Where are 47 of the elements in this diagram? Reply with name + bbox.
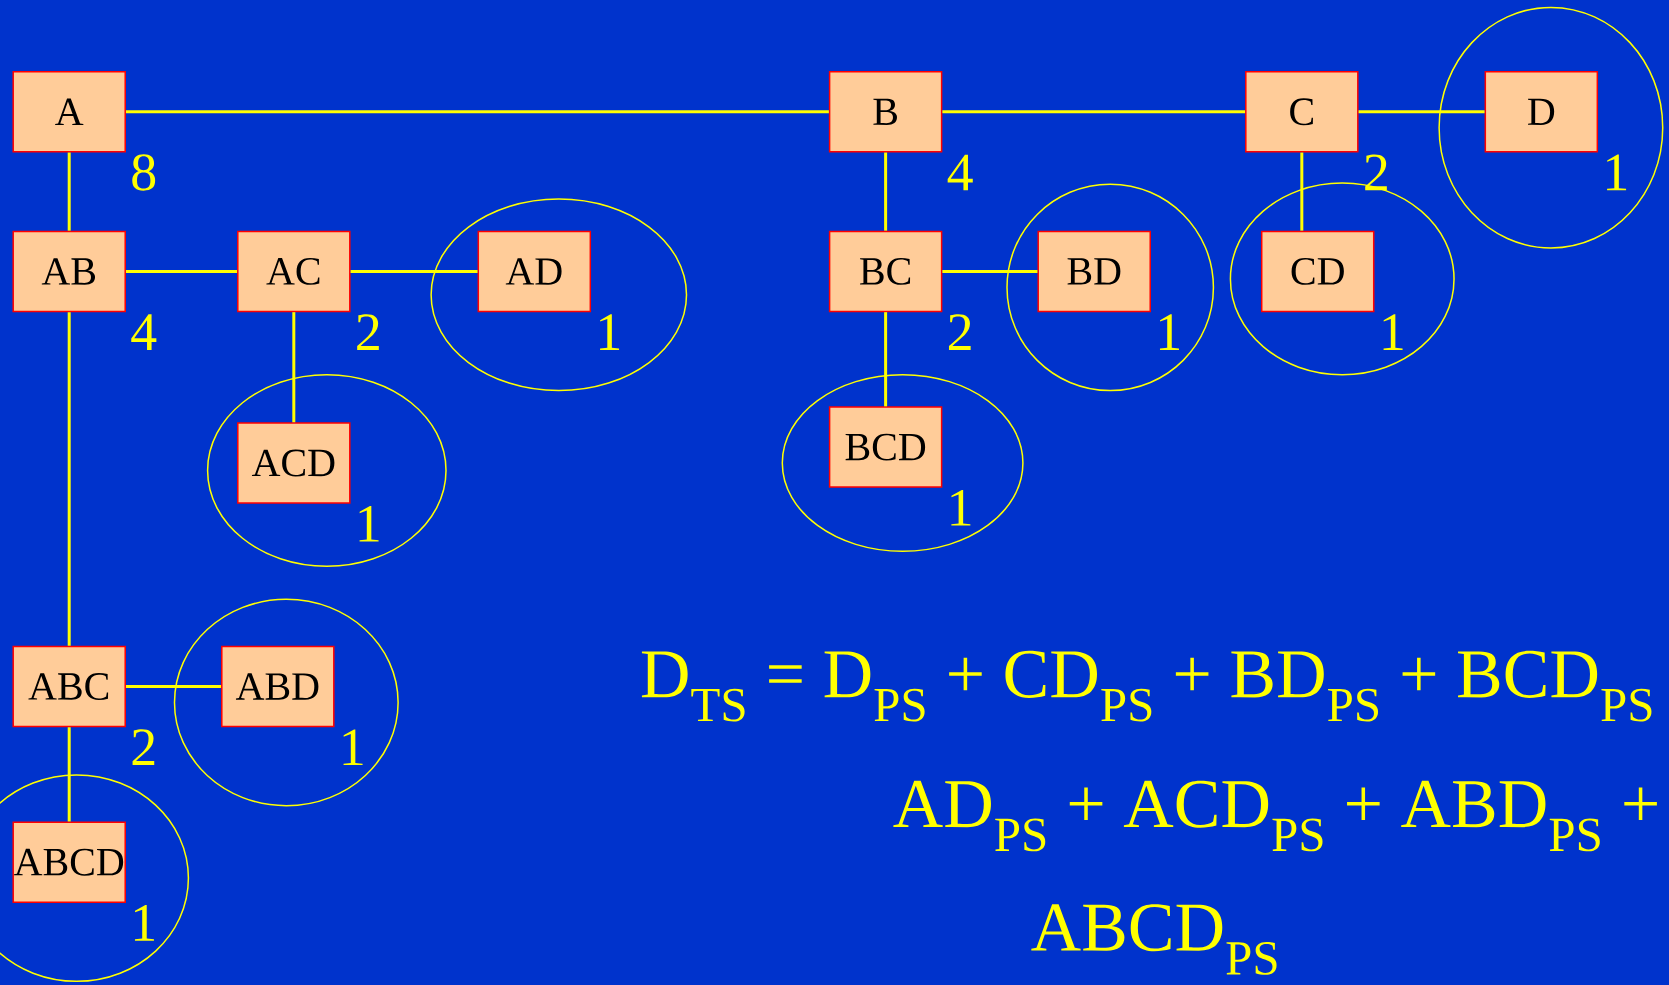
connector-line	[125, 110, 829, 114]
count-number: 1	[951, 489, 971, 526]
count-number: 1	[343, 729, 363, 766]
count-number: 1	[134, 905, 154, 941]
node-box: B	[828, 71, 943, 153]
count-number: 2	[132, 729, 155, 766]
connector-line	[292, 312, 296, 423]
count-number: 4	[947, 154, 973, 191]
connector-line	[67, 727, 71, 822]
count-number: 1	[1159, 314, 1179, 350]
connector-line	[1300, 152, 1304, 231]
node-box: ACD	[237, 422, 351, 504]
connector-line	[884, 152, 888, 231]
connector-line	[884, 312, 888, 407]
node-box: C	[1245, 71, 1359, 153]
node-box: AD	[477, 230, 592, 313]
node-box: AB	[12, 230, 126, 313]
count-number: 8	[132, 154, 156, 191]
node-box: ABD	[221, 645, 335, 728]
connector-line	[1358, 110, 1485, 114]
node-box: CD	[1260, 230, 1375, 313]
count-number: 1	[600, 314, 620, 350]
connector-line	[942, 269, 1038, 273]
count-number: 4	[131, 314, 157, 350]
connector-line	[67, 152, 71, 231]
count-number: 1	[359, 505, 379, 542]
node-box: AC	[237, 230, 351, 313]
connector-line	[125, 269, 238, 273]
node-box: A	[12, 71, 126, 153]
node-box: ABC	[12, 645, 126, 728]
node-box: D	[1484, 71, 1599, 153]
connector-line	[942, 110, 1246, 114]
connector-line	[350, 269, 478, 273]
connector-line	[125, 685, 222, 688]
connector-line	[67, 312, 71, 646]
node-box: BD	[1037, 230, 1151, 313]
node-box: BC	[828, 230, 943, 313]
formula-line: AD$_{PS}$ + ACD$_{PS}$ + ABD$_{PS}$ +	[893, 780, 1657, 852]
count-number: 1	[1607, 154, 1627, 191]
count-number: 2	[357, 314, 379, 350]
node-box: ABCD	[12, 821, 126, 903]
count-number: 2	[1365, 154, 1387, 191]
count-number: 1	[1383, 314, 1403, 350]
count-number: 2	[949, 314, 971, 350]
node-box: BCD	[828, 406, 943, 488]
formula-line: ABCD$_{PS}$	[1031, 904, 1277, 975]
formula-line: D$_{TS}$ = D$_{PS}$ + CD$_{PS}$ + BD$_{PS}$ + BCD$_{PS}$	[641, 650, 1652, 722]
